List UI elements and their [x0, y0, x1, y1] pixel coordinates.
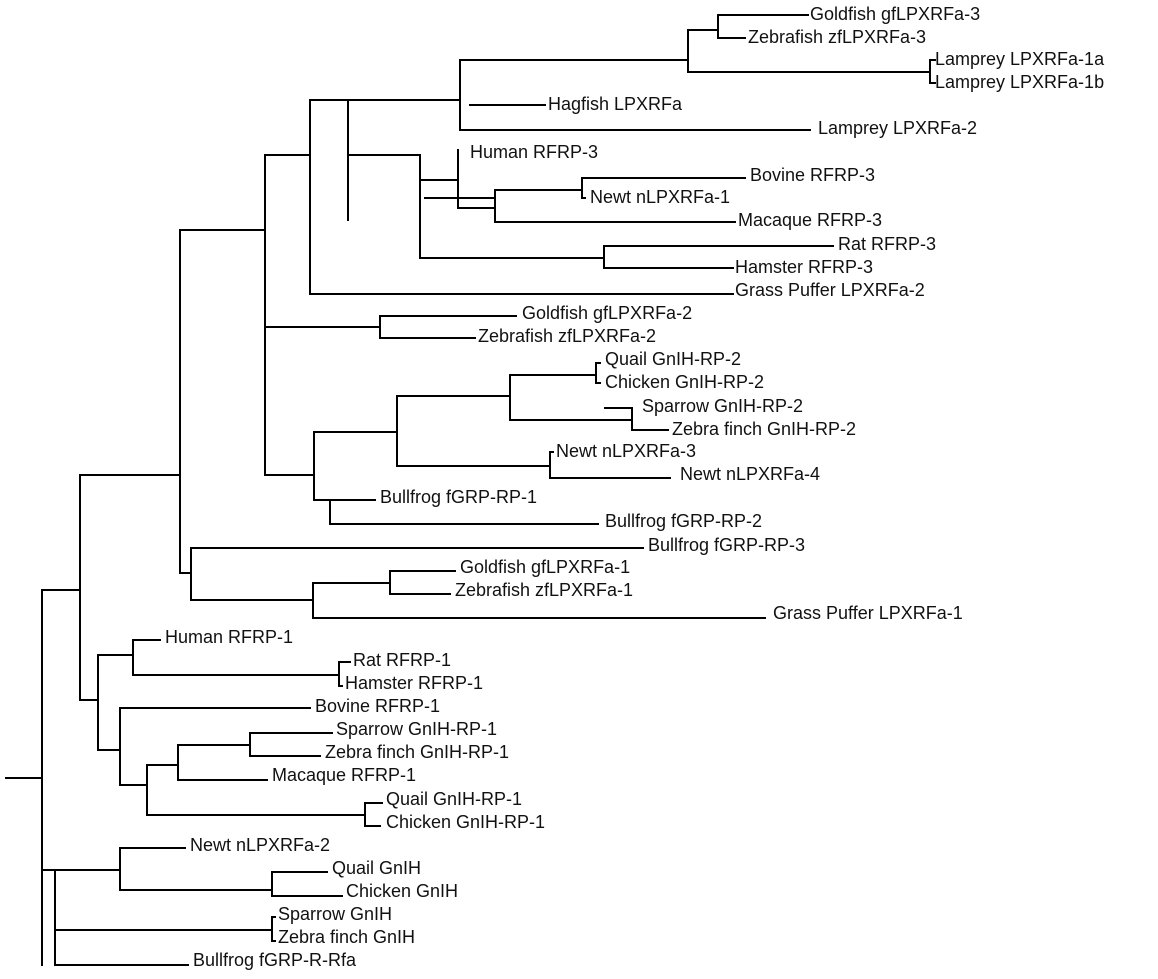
leaf-label-quail-gnih-rp-2: Quail GnIH-RP-2 [605, 349, 741, 369]
leaf-label-sparrow-gnih-rp-1: Sparrow GnIH-RP-1 [336, 719, 497, 739]
leaf-labels: Goldfish gfLPXRFa-3 Zebrafish zfLPXRFa-3… [165, 4, 1105, 970]
leaf-label-zebrafish-zflpxrfa-1: Zebrafish zfLPXRFa-1 [455, 580, 633, 600]
leaf-label-rat-rfrp-1: Rat RFRP-1 [353, 650, 451, 670]
tree-branches [5, 14, 936, 966]
leaf-label-bullfrog-fgrp-rp-1: Bullfrog fGRP-RP-1 [380, 487, 537, 507]
leaf-label-newt-nlpxrfa-4: Newt nLPXRFa-4 [680, 464, 820, 484]
leaf-label-bovine-rfrp-3: Bovine RFRP-3 [750, 165, 875, 185]
leaf-label-hamster-rfrp-3: Hamster RFRP-3 [735, 257, 873, 277]
leaf-label-bullfrog-fgrp-r-rfa: Bullfrog fGRP-R-Rfa [193, 950, 357, 970]
leaf-label-bullfrog-fgrp-rp-2: Bullfrog fGRP-RP-2 [605, 511, 762, 531]
leaf-label-newt-nlpxrfa-2: Newt nLPXRFa-2 [190, 835, 330, 855]
leaf-label-human-rfrp-3: Human RFRP-3 [470, 142, 598, 162]
leaf-label-quail-gnih: Quail GnIH [332, 858, 421, 878]
leaf-label-goldfish-gflpxrfa-3: Goldfish gfLPXRFa-3 [810, 4, 980, 24]
leaf-label-bullfrog-fgrp-rp-3: Bullfrog fGRP-RP-3 [648, 535, 805, 555]
leaf-label-lamprey-lpxrfa-2: Lamprey LPXRFa-2 [818, 118, 977, 138]
leaf-label-zebrafish-zflpxrfa-3: Zebrafish zfLPXRFa-3 [748, 27, 926, 47]
leaf-label-zebra-finch-gnih-rp-2: Zebra finch GnIH-RP-2 [672, 419, 856, 439]
leaf-label-macaque-rfrp-3: Macaque RFRP-3 [738, 210, 882, 230]
leaf-label-lamprey-lpxrfa-1a: Lamprey LPXRFa-1a [935, 49, 1105, 69]
leaf-label-zebra-finch-gnih-rp-1: Zebra finch GnIH-RP-1 [325, 742, 509, 762]
leaf-label-hagfish-lpxrfa: Hagfish LPXRFa [548, 94, 683, 114]
leaf-label-sparrow-gnih-rp-2: Sparrow GnIH-RP-2 [642, 396, 803, 416]
leaf-label-goldfish-gflpxrfa-1: Goldfish gfLPXRFa-1 [460, 557, 630, 577]
leaf-label-macaque-rfrp-1: Macaque RFRP-1 [272, 765, 416, 785]
leaf-label-bovine-rfrp-1: Bovine RFRP-1 [315, 696, 440, 716]
leaf-label-hamster-rfrp-1: Hamster RFRP-1 [345, 673, 483, 693]
leaf-label-grass-puffer-lpxrfa-1: Grass Puffer LPXRFa-1 [773, 603, 963, 623]
leaf-label-newt-nlpxrfa-1: Newt nLPXRFa-1 [590, 187, 730, 207]
leaf-label-sparrow-gnih: Sparrow GnIH [278, 904, 392, 924]
leaf-label-chicken-gnih-rp-1: Chicken GnIH-RP-1 [386, 812, 545, 832]
leaf-label-lamprey-lpxrfa-1b: Lamprey LPXRFa-1b [935, 72, 1104, 92]
leaf-label-goldfish-gflpxrfa-2: Goldfish gfLPXRFa-2 [522, 303, 692, 323]
leaf-label-chicken-gnih-rp-2: Chicken GnIH-RP-2 [605, 372, 764, 392]
leaf-label-quail-gnih-rp-1: Quail GnIH-RP-1 [386, 789, 522, 809]
leaf-label-newt-nlpxrfa-3: Newt nLPXRFa-3 [556, 441, 696, 461]
leaf-label-zebra-finch-gnih: Zebra finch GnIH [278, 927, 415, 947]
leaf-label-grass-puffer-lpxrfa-2: Grass Puffer LPXRFa-2 [735, 280, 925, 300]
leaf-label-human-rfrp-1: Human RFRP-1 [165, 627, 293, 647]
leaf-label-zebrafish-zflpxrfa-2: Zebrafish zfLPXRFa-2 [478, 326, 656, 346]
leaf-label-chicken-gnih: Chicken GnIH [346, 881, 458, 901]
leaf-label-rat-rfrp-3: Rat RFRP-3 [838, 234, 936, 254]
